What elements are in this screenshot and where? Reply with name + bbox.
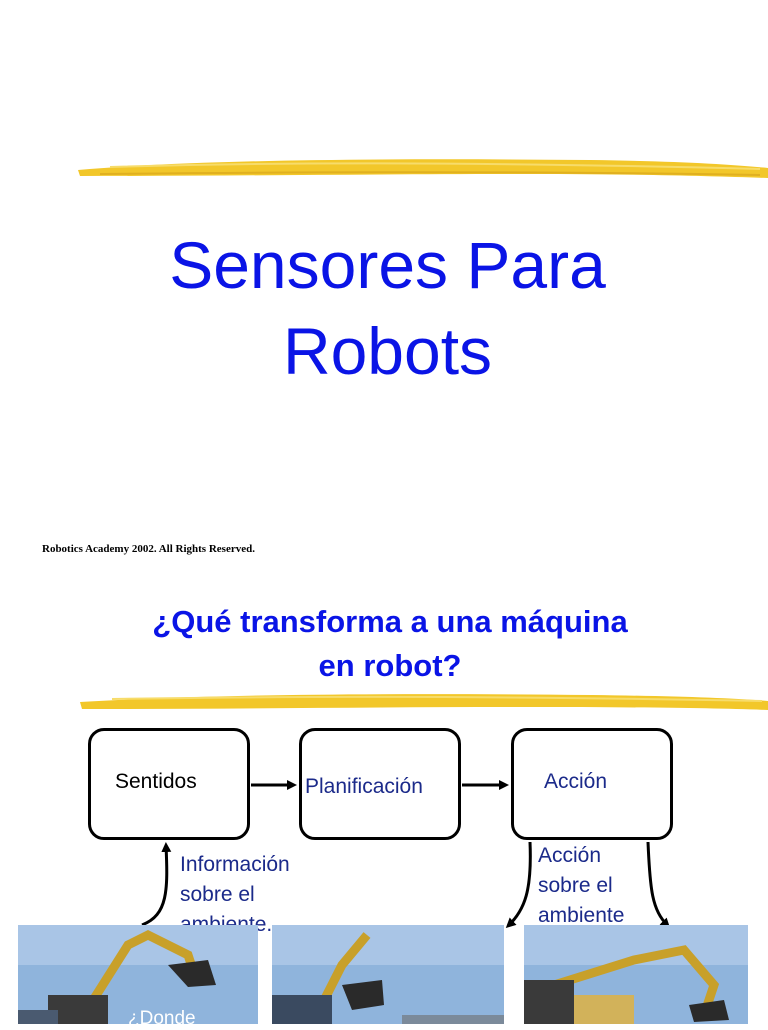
slide-title: Sensores Para Robots <box>0 222 768 394</box>
label-planificacion: Planificación <box>305 775 423 798</box>
box-accion <box>511 728 673 840</box>
title-line-1: Sensores Para <box>169 228 606 302</box>
excavator-photo-2 <box>272 925 504 1024</box>
label-accion: Acción <box>544 770 608 793</box>
box-sentidos <box>88 728 250 840</box>
excavator-photo-1 <box>18 925 258 1024</box>
photo-caption: ¿Donde <box>128 1008 196 1029</box>
note-accion-ambiente: Acción sobre el ambiente <box>538 844 625 927</box>
question-line-1: ¿Qué transforma a una máquina <box>152 604 628 639</box>
highlighter-stroke-bottom <box>80 694 768 710</box>
box-planificacion <box>299 728 461 840</box>
question-title: ¿Qué transforma a una máquina en robot? <box>80 600 700 688</box>
copyright-footer: Robotics Academy 2002. All Rights Reserv… <box>42 543 255 555</box>
label-sentidos: Sentidos <box>115 770 197 793</box>
flow-arrows <box>141 780 671 929</box>
highlighter-stroke-top <box>78 159 768 178</box>
question-line-2: en robot? <box>318 648 462 683</box>
title-line-2: Robots <box>282 314 493 388</box>
excavator-photo-3 <box>524 925 748 1024</box>
